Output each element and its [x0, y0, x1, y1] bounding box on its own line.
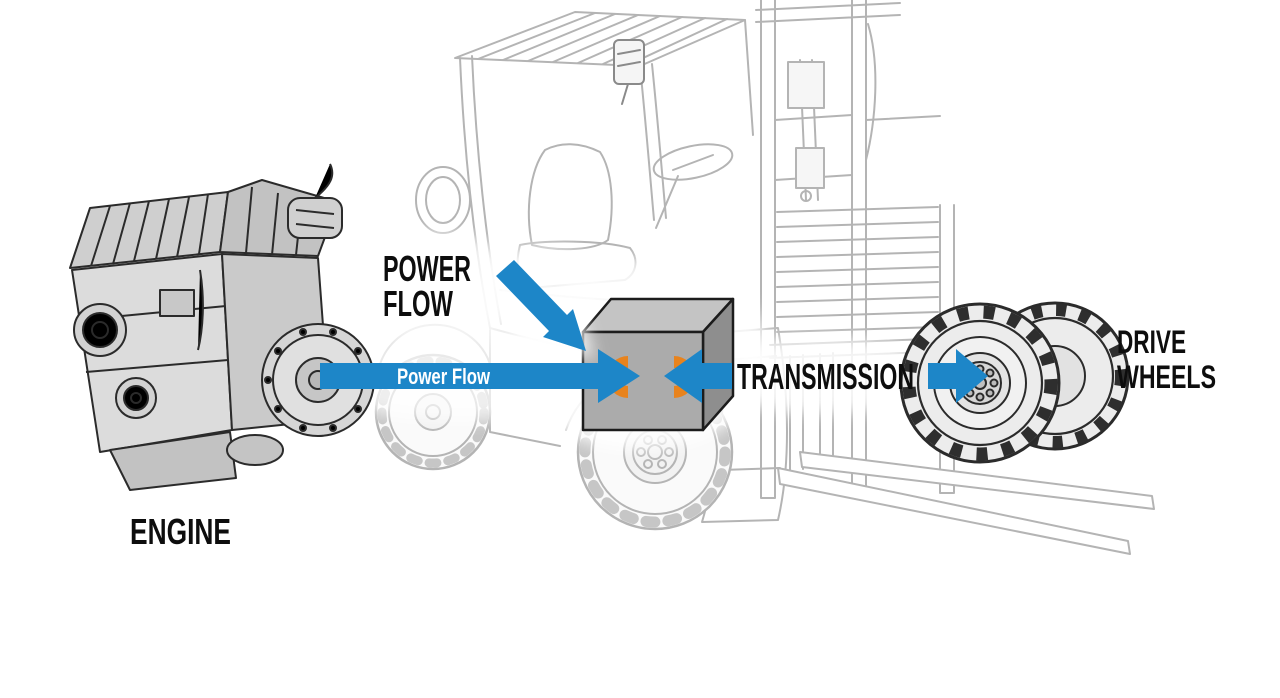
power-flow-label-line1: POWER — [383, 248, 471, 289]
drive-wheels-label-line1: DRIVE — [1117, 324, 1186, 360]
drive-wheels-arrow-icon — [928, 349, 988, 403]
power-flow-diagonal-arrow-icon — [496, 260, 586, 351]
transmission-left-arrow-icon — [664, 349, 732, 403]
power-flow-label-line2: FLOW — [383, 283, 453, 324]
drive-wheels-illustration — [899, 301, 1130, 464]
power-flow-horizontal-arrow-icon — [320, 349, 640, 403]
steering-wheel — [652, 143, 734, 229]
fork-upper — [799, 451, 1155, 510]
drive-wheels-label-line2: WHEELS — [1117, 359, 1216, 395]
flywheel — [261, 323, 375, 437]
engine-label: ENGINE — [130, 511, 231, 552]
fork-lower — [777, 467, 1131, 555]
arrow-power-flow-label: Power Flow — [397, 364, 491, 389]
engine-illustration — [69, 163, 375, 491]
transmission-label: TRANSMISSION — [737, 356, 914, 397]
